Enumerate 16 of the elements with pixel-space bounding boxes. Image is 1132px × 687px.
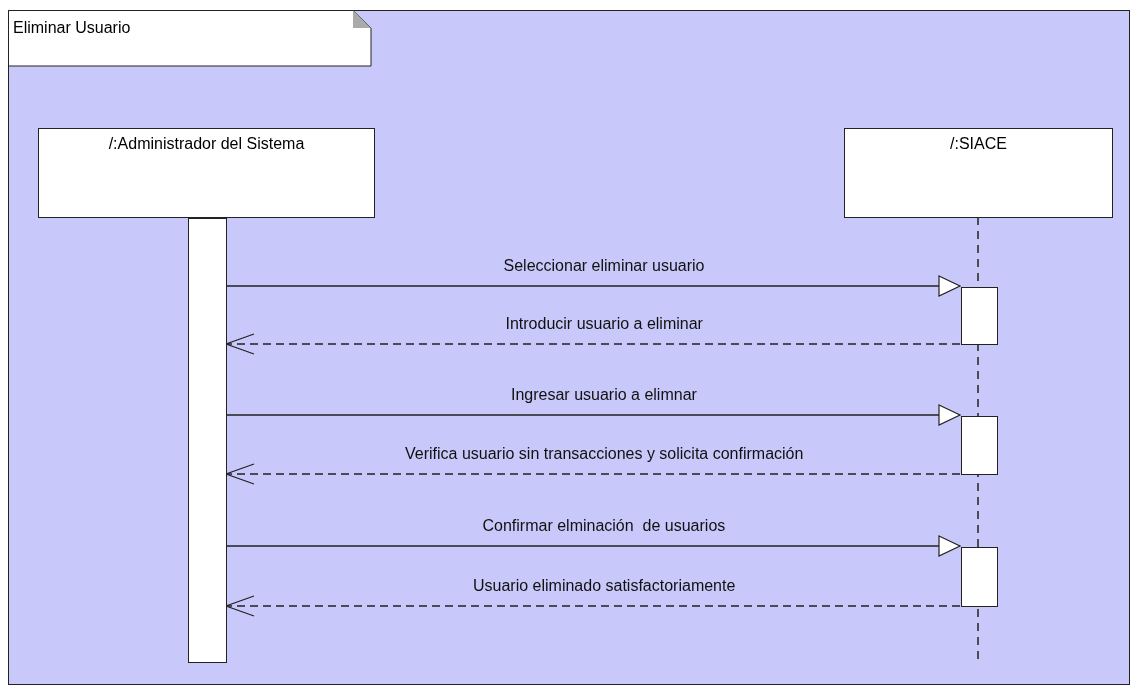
message-arrow (225, 275, 961, 297)
message-arrow (225, 404, 961, 426)
message-arrow (225, 535, 961, 557)
activation-bar (961, 287, 998, 345)
frame-title: Eliminar Usuario (13, 19, 131, 37)
activation-bar (961, 416, 998, 475)
activation-bar (961, 547, 998, 607)
message-label: Ingresar usuario a elimnar (511, 386, 697, 404)
activation-bar (188, 218, 227, 663)
message-label: Verifica usuario sin transacciones y solicita confirmación (405, 445, 804, 463)
return-arrow (225, 333, 961, 355)
return-arrow (225, 463, 961, 485)
lifeline-head: /:SIACE (844, 128, 1113, 218)
sequence-frame (8, 10, 1130, 685)
return-arrow (225, 595, 961, 617)
lifeline-head: /:Administrador del Sistema (38, 128, 375, 218)
